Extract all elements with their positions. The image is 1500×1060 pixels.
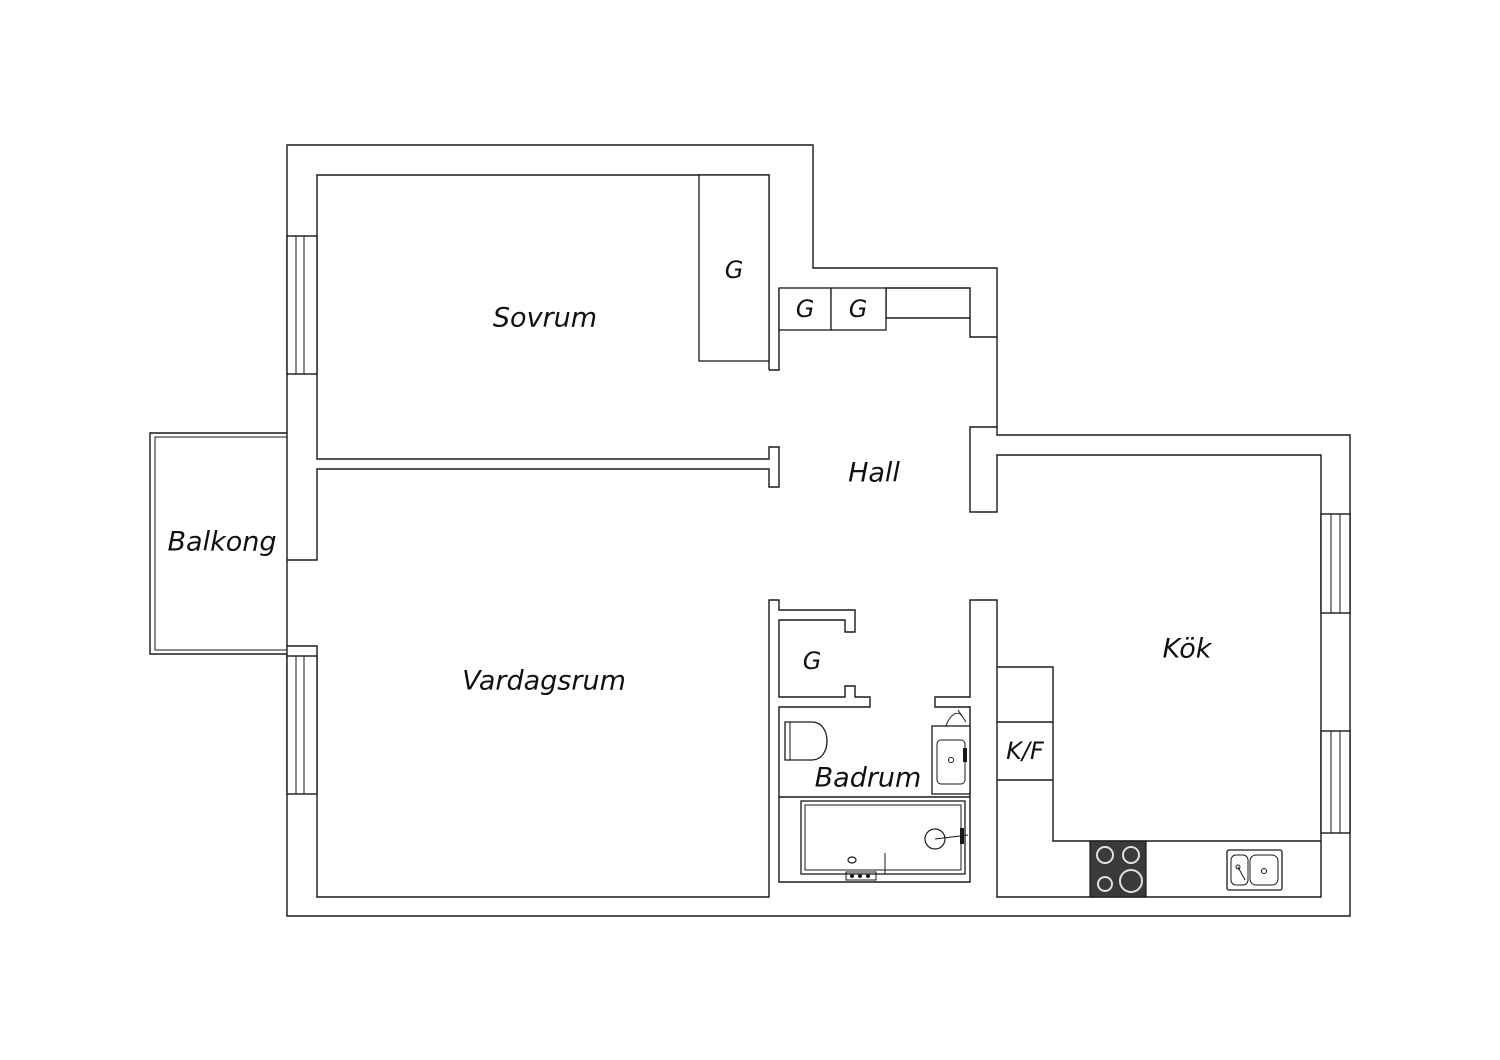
balcony: [149, 432, 287, 655]
wardrobe-label-bath: G: [803, 647, 822, 675]
wardrobe-bedroom: [698, 174, 770, 362]
room-label-hall: Hall: [848, 458, 900, 489]
hall-wall-right: [885, 287, 997, 338]
bathroom-sink: [931, 709, 971, 795]
wardrobe-hall-2: [830, 287, 887, 331]
stove: [1089, 840, 1147, 898]
bedroom-door-jamb: [769, 288, 780, 371]
fridge-freezer-label: K/F: [1006, 737, 1045, 765]
kitchen-sink: [1226, 849, 1283, 891]
bedroom-wall: [287, 174, 780, 561]
room-label-balkong: Balkong: [168, 527, 277, 558]
kitchen-counter: [997, 666, 1321, 842]
window-kitchen-1: [1320, 513, 1351, 614]
window-living: [286, 655, 318, 795]
wardrobe-label-hall-1: G: [796, 295, 815, 323]
room-label-sovrum: Sovrum: [493, 303, 597, 334]
window-bedroom: [286, 235, 318, 375]
bathtub: [779, 796, 970, 881]
toilet: [784, 721, 828, 761]
wardrobe-label-hall-2: G: [849, 295, 868, 323]
window-kitchen-2: [1320, 730, 1351, 834]
wardrobe-label-bedroom: G: [725, 256, 744, 284]
room-label-vardagsrum: Vardagsrum: [462, 666, 626, 697]
room-label-badrum: Badrum: [815, 763, 922, 794]
outer-wall: [286, 144, 1351, 917]
room-label-kok: Kök: [1163, 634, 1213, 665]
wardrobe-hall-1: [778, 287, 832, 331]
